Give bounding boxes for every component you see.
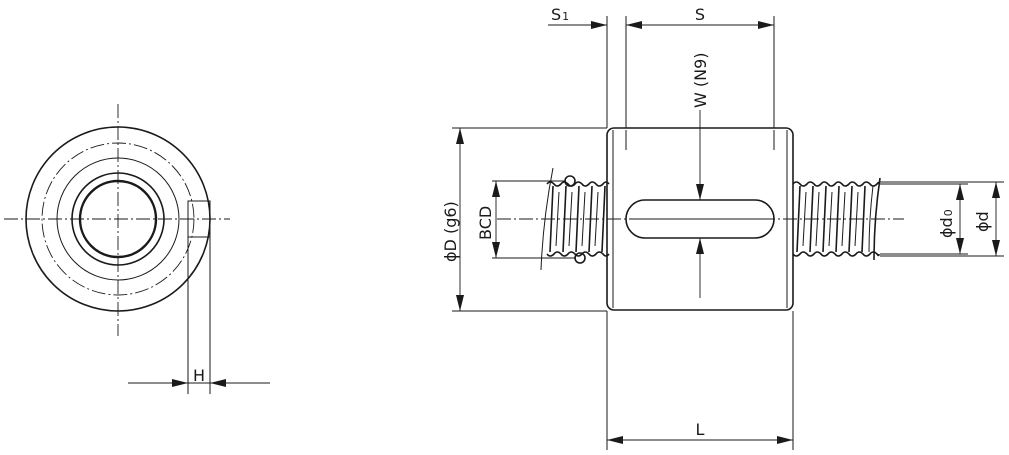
keyway-notch <box>187 200 211 238</box>
phi-d0-arrow-bottom <box>956 238 964 254</box>
bcd-arrow-bottom <box>492 242 500 258</box>
l-arrow-left <box>607 436 623 444</box>
phi-d-label: ϕd <box>973 211 992 232</box>
ball-top-left <box>564 175 576 187</box>
h-arrow-right <box>210 379 226 387</box>
ball-bottom-left <box>574 252 586 264</box>
phi-d-g6-arrow-top <box>456 128 464 144</box>
h-arrow-left <box>172 379 188 387</box>
bcd-arrow-top <box>492 181 500 197</box>
phi-d-g6-arrow-bottom <box>456 295 464 311</box>
s-arrow-right <box>758 21 774 29</box>
l-arrow-right <box>777 436 793 444</box>
s-label: S <box>695 5 705 24</box>
w-arrow-bottom <box>696 238 704 254</box>
phi-d0-label: ϕd0 <box>937 209 956 238</box>
w-arrow-top <box>696 184 704 200</box>
h-label: H <box>193 366 205 385</box>
right-screw-thread <box>792 177 881 261</box>
bcd-label: BCD <box>476 206 495 240</box>
s-arrow-left <box>626 21 642 29</box>
end-view: H <box>4 104 270 394</box>
phi-d-arrow-top <box>992 182 1000 198</box>
phi-d0-arrow-top <box>956 184 964 200</box>
side-view: S1 S W (N9) ϕD (g6) BCD <box>441 5 1004 450</box>
w-label: W (N9) <box>691 52 710 108</box>
phi-d-g6-label: ϕD (g6) <box>441 201 460 262</box>
left-screw-thread <box>540 167 610 271</box>
phi-d-arrow-bottom <box>992 240 1000 256</box>
s1-label: S1 <box>551 5 569 24</box>
l-label: L <box>696 420 705 439</box>
s1-arrow <box>591 21 607 29</box>
